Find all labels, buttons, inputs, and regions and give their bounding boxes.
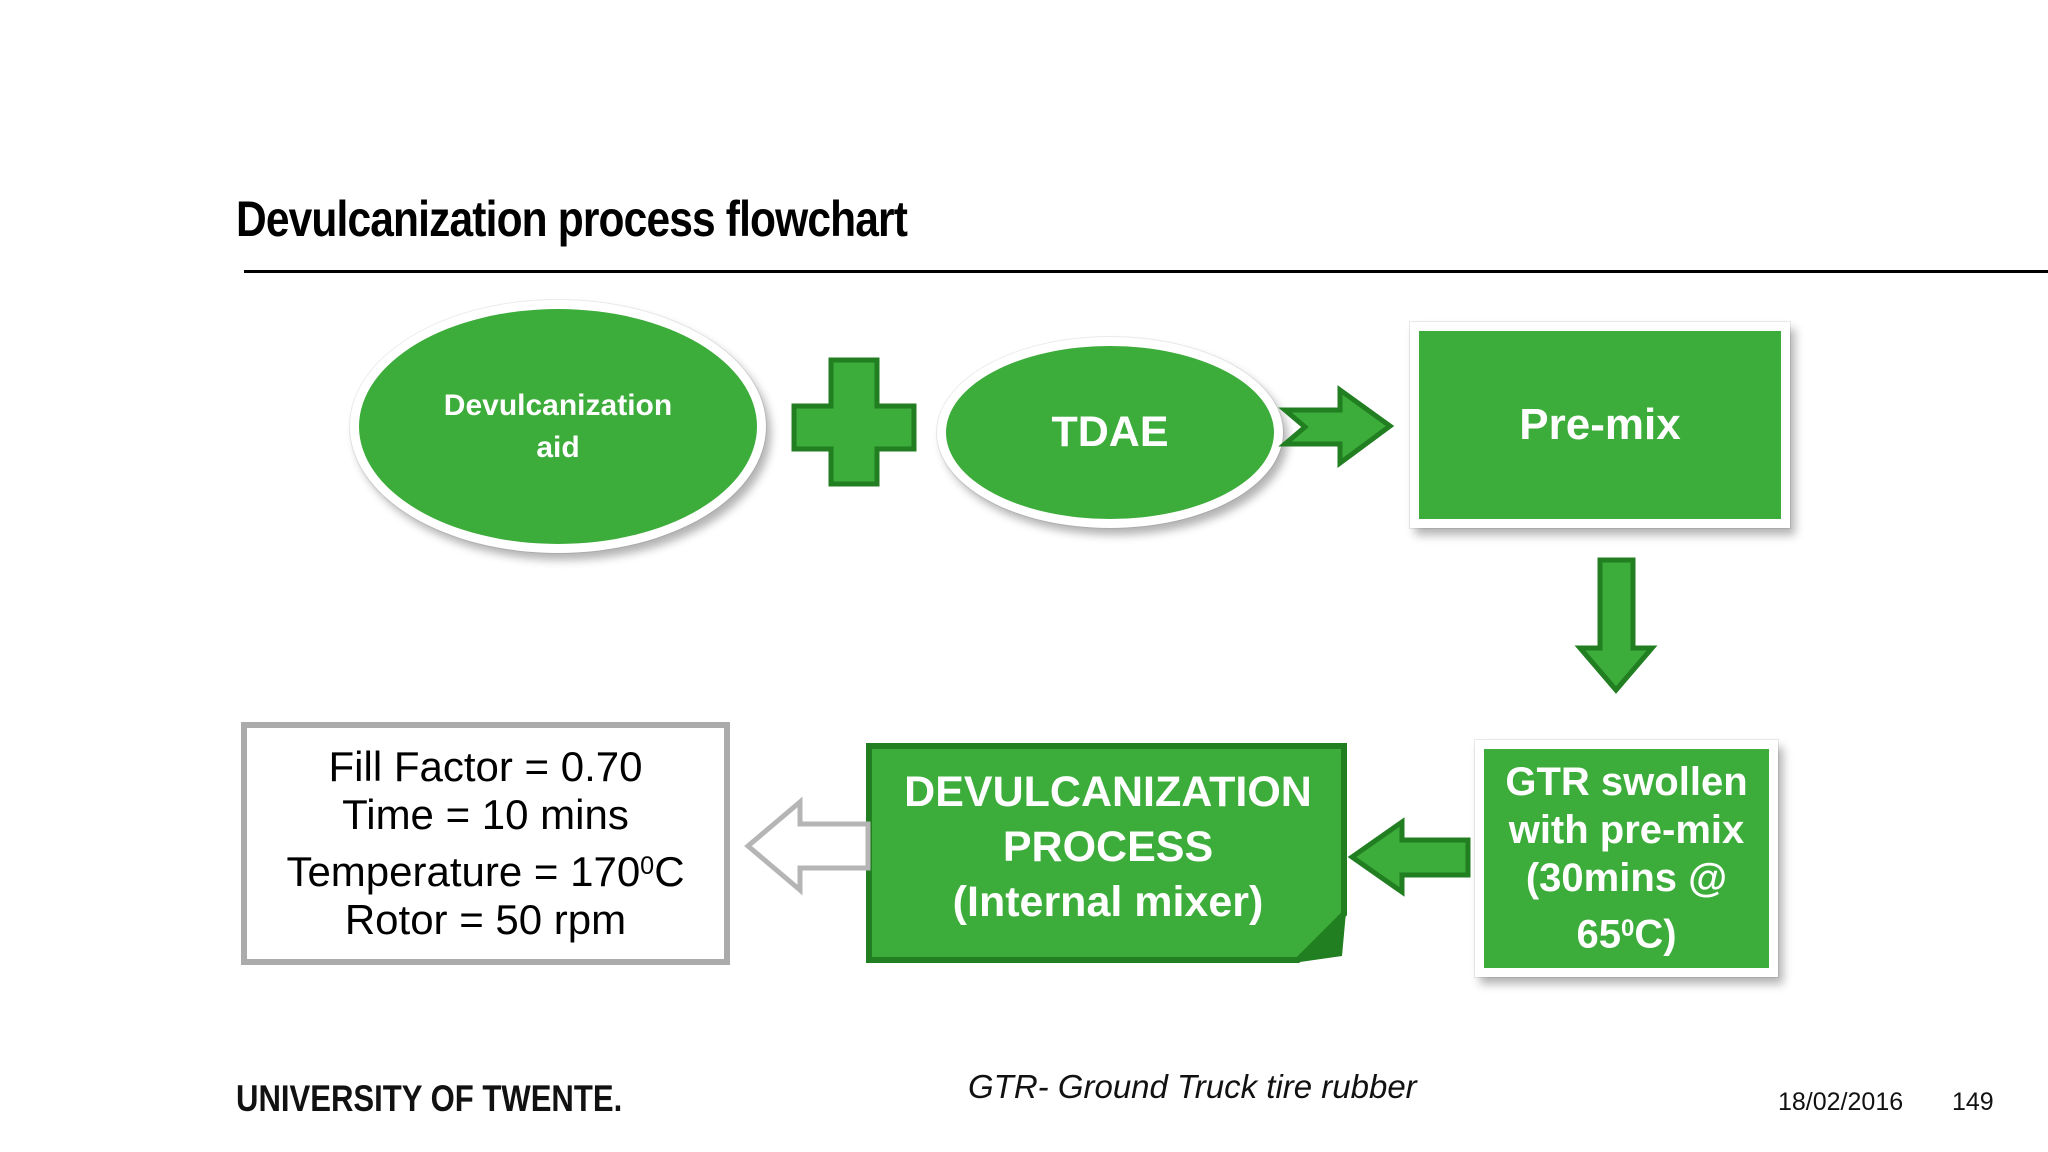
node-devulcanization-aid: Devulcanization aid (350, 300, 766, 553)
parameter-line: Time = 10 mins (342, 791, 629, 838)
process-box-shape (866, 743, 1347, 963)
node-parameters: Fill Factor = 0.70 Time = 10 mins Temper… (241, 722, 730, 965)
node-label-line: GTR swollen (1505, 760, 1748, 805)
parameter-line: Rotor = 50 rpm (344, 896, 627, 943)
arrow-left-icon (1347, 817, 1471, 897)
plus-icon (791, 357, 917, 487)
temp-value: Temperature = 170 (286, 848, 641, 895)
university-wordmark: UNIVERSITY OF TWENTE. (236, 1078, 623, 1119)
node-label: TDAE (1051, 408, 1169, 456)
node-label: Pre-mix (1519, 400, 1681, 449)
temp-unit: C (654, 848, 685, 895)
node-devulcanization-process: DEVULCANIZATION PROCESS (Internal mixer) (869, 743, 1347, 951)
node-label-line: PROCESS (1002, 822, 1214, 871)
slide-page-number: 149 (1952, 1088, 1994, 1116)
node-label-line: with pre-mix (1508, 808, 1745, 853)
node-gtr-swollen: GTR swollen with pre-mix (30mins @ 650C) (1475, 740, 1778, 977)
node-label-line: aid (536, 430, 580, 464)
node-label-line: DEVULCANIZATION (904, 767, 1312, 816)
arrow-down-icon (1574, 557, 1658, 694)
temp-value: 65 (1576, 912, 1621, 957)
page-title: Devulcanization process flowchart (236, 191, 908, 247)
arrow-left-outline-icon (744, 796, 871, 896)
slide-date: 18/02/2016 (1778, 1088, 1904, 1116)
folded-corner-icon (1300, 912, 1346, 962)
temp-unit: C) (1634, 912, 1677, 957)
footnote-abbreviation: GTR- Ground Truck tire rubber (968, 1068, 1417, 1105)
node-label-line: (Internal mixer) (952, 877, 1264, 926)
arrow-right-icon (1278, 385, 1395, 468)
node-tdae: TDAE (937, 337, 1283, 528)
node-label-line: Devulcanization (443, 388, 673, 422)
title-underline (244, 270, 2048, 273)
temp-superscript: 0 (640, 852, 655, 881)
parameter-line: Fill Factor = 0.70 (328, 743, 643, 790)
node-label-line: (30mins @ (1525, 856, 1728, 901)
temp-superscript: 0 (1620, 915, 1635, 943)
node-premix: Pre-mix (1410, 322, 1790, 528)
parameter-line: Temperature = 1700C (286, 839, 684, 896)
node-label-line: 650C) (1576, 902, 1676, 958)
